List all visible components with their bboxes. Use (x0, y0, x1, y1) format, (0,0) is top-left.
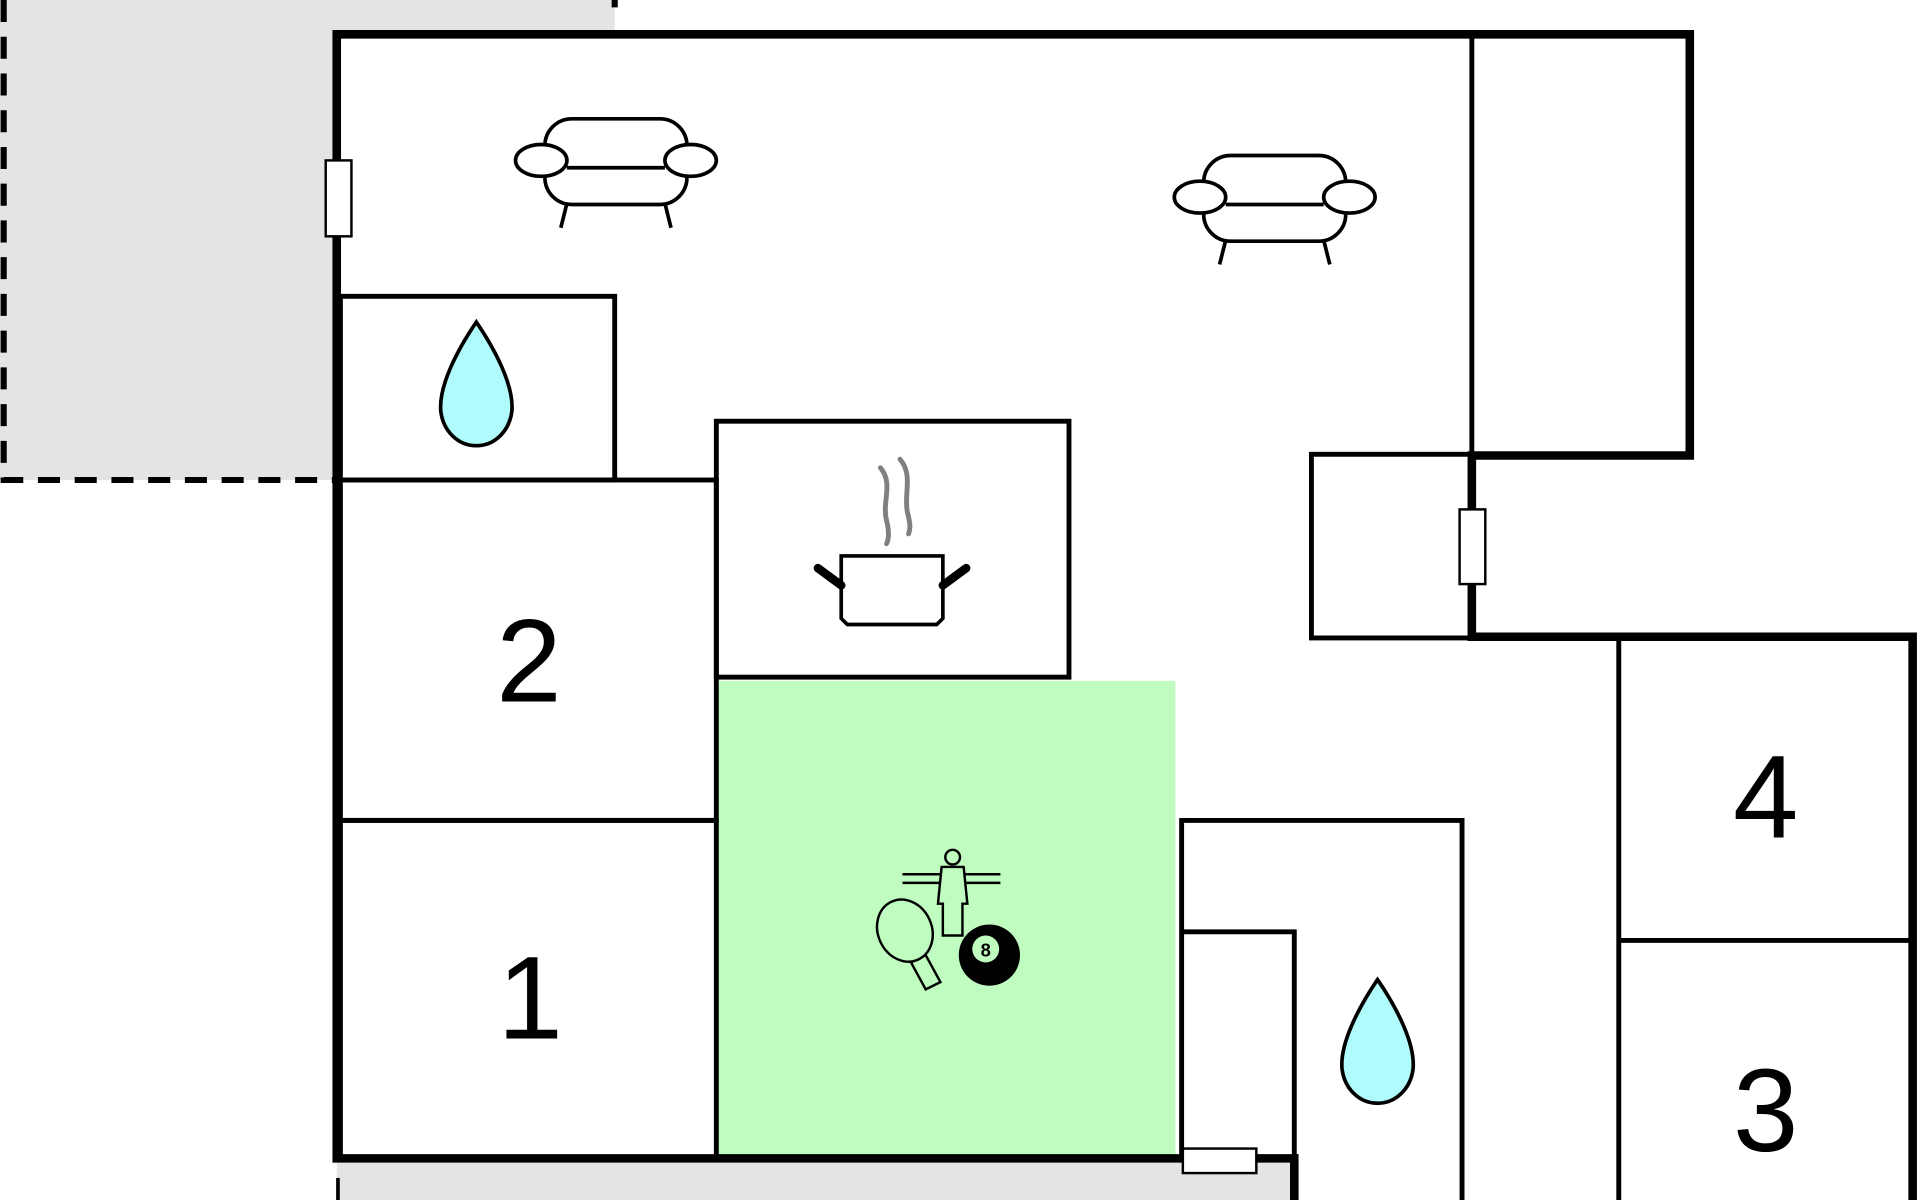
eight-ball-label: 8 (981, 939, 991, 960)
foosball-icon (902, 848, 1001, 937)
bathroom-bottom-walls (1179, 817, 1465, 1200)
room-3-4-walls (1616, 639, 1911, 1200)
eight-ball-icon: 8 (958, 924, 1020, 986)
kitchen (713, 418, 1072, 680)
ping-pong-paddle-icon (875, 898, 943, 992)
water-drop-icon (438, 318, 514, 448)
door-left (324, 159, 353, 238)
door-bottom (1181, 1147, 1258, 1175)
cooking-pot-icon (813, 456, 971, 627)
water-drop-icon (1340, 976, 1416, 1106)
sofa-icon (1172, 153, 1377, 265)
sofa-icon (513, 116, 719, 229)
door-right (1458, 508, 1487, 586)
terrace-dashed-border (0, 0, 618, 484)
room-label-1: 1 (498, 932, 563, 1063)
terrace-bottom (336, 1160, 1295, 1200)
room-label-3: 3 (1733, 1045, 1798, 1176)
room-label-4: 4 (1733, 732, 1798, 863)
outer-walls (332, 30, 1917, 1200)
room-label-2: 2 (496, 596, 561, 727)
